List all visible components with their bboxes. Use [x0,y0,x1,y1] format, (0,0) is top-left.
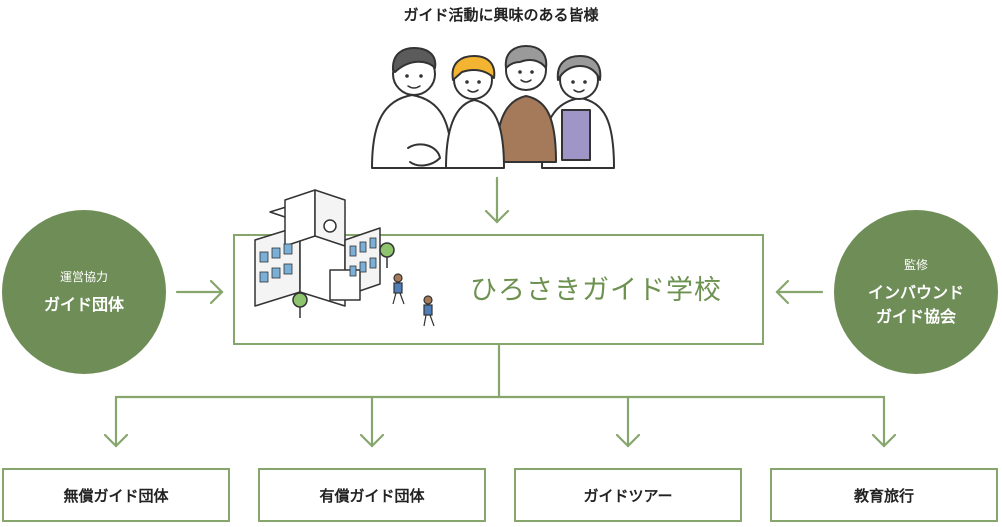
supervisor-name-line1: インバウンド [867,282,964,302]
partner-role: 運営協力 [59,269,108,284]
supervisor-role: 監修 [903,257,928,272]
supervisor-name-line2: ガイド協会 [875,306,956,326]
arrow-down-out-1 [103,395,129,448]
person-2-body [445,99,505,169]
arrow-down-top [484,176,510,224]
arrow-left-icon [775,279,824,305]
supervisor-circle-right: 監修 インバウンド ガイド協会 [834,210,998,374]
arrow-down-out-2 [359,395,385,448]
output-box-school-trip: 教育旅行 [770,468,998,522]
arrow-right-icon [175,279,224,305]
arrow-down-out-4 [871,395,897,448]
partner-name: ガイド団体 [43,294,124,314]
arrow-down-out-3 [615,395,641,448]
students-icon [392,273,435,327]
output-box-guide-tour: ガイドツアー [514,468,742,522]
person-4-hair [556,55,602,81]
person-4-vest [561,109,591,161]
person-2-hair [451,55,496,81]
clock-icon [323,219,337,233]
person-3-hair [504,45,548,69]
output-box-free-guide: 無償ガイド団体 [2,468,230,522]
audience-title: ガイド活動に興味のある皆様 [403,6,599,24]
person-1-arm [407,143,441,167]
school-title: ひろさきガイド学校 [470,275,722,306]
output-box-paid-guide: 有償ガイド団体 [258,468,486,522]
partner-circle-left: 運営協力 ガイド団体 [2,210,166,374]
person-1-hair [391,47,437,73]
faces-details [405,70,587,84]
